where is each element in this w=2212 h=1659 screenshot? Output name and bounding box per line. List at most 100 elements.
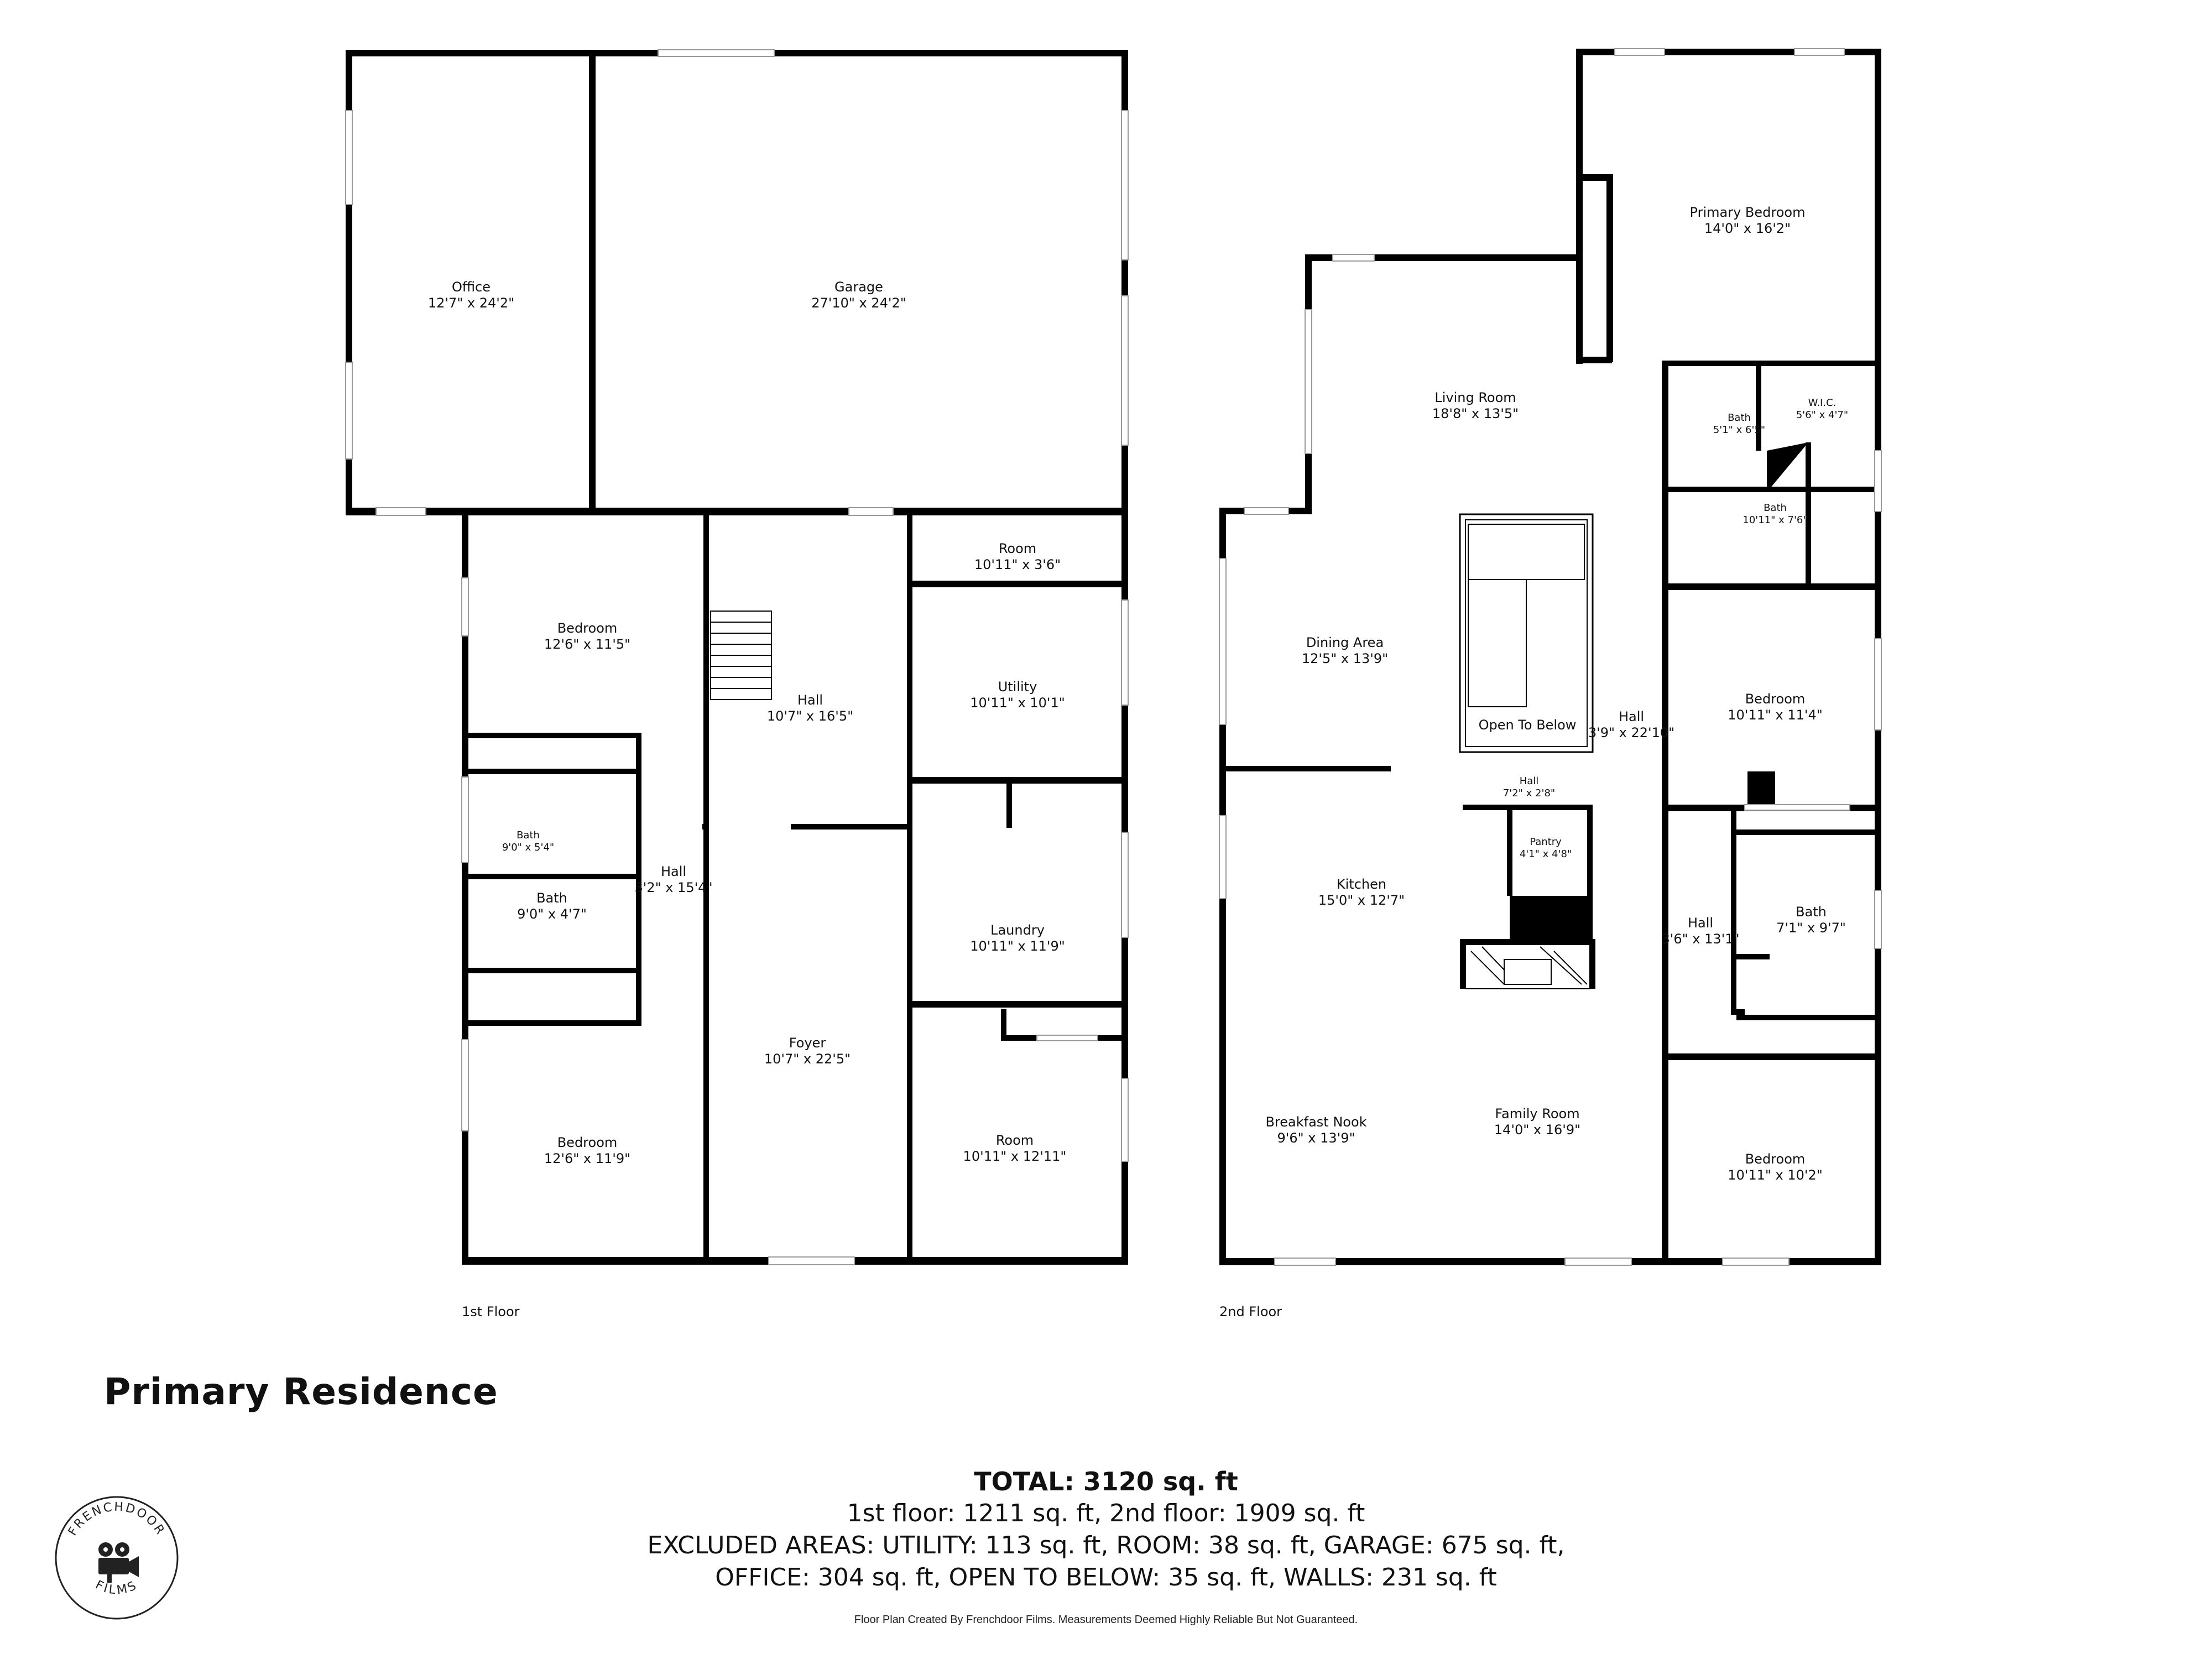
room-name: Family Room — [1495, 1106, 1580, 1121]
room-label-hall-upper-3: Hall 3'6" x 13'1" — [1661, 915, 1739, 947]
room-dimensions: 3'9" x 22'10" — [1588, 724, 1675, 740]
room-label-living-room: Living Room 18'8" x 13'5" — [1432, 390, 1519, 422]
room-name: Garage — [834, 279, 883, 295]
logo-bottom-text: FILMS — [93, 1578, 138, 1598]
room-dimensions: 5'6" x 4'7" — [1796, 409, 1849, 421]
room-dimensions: 9'0" x 4'7" — [517, 906, 587, 922]
room-name: Bedroom — [1745, 691, 1806, 707]
second-floor-windows — [1219, 48, 1882, 1266]
first-floor-windows — [345, 49, 1129, 1265]
room-name: Breakfast Nook — [1265, 1114, 1367, 1130]
room-dimensions: 12'7" x 24'2" — [427, 295, 515, 311]
first-floor-stairs — [710, 611, 772, 700]
room-label-bath-upper-1: Bath 5'1" x 6'5" — [1713, 412, 1765, 436]
room-name: Room — [998, 541, 1037, 556]
room-label-hall-upper-1: Hall 3'9" x 22'10" — [1588, 709, 1674, 741]
room-label-kitchen: Kitchen 15'0" x 12'7" — [1318, 877, 1405, 909]
room-label-hall-2: Hall 3'2" x 15'4" — [634, 864, 712, 896]
room-name: Hall — [1687, 915, 1714, 931]
room-dimensions: 18'8" x 13'5" — [1432, 405, 1519, 421]
room-label-bath-upper-3: Bath 7'1" x 9'7" — [1776, 904, 1846, 936]
room-name: Laundry — [990, 922, 1045, 938]
room-dimensions: 15'0" x 12'7" — [1318, 892, 1405, 908]
room-label-foyer: Foyer 10'7" x 22'5" — [764, 1035, 851, 1067]
fireplace — [1465, 944, 1590, 989]
room-name: Living Room — [1434, 390, 1516, 405]
room-label-laundry: Laundry 10'11" x 11'9" — [970, 922, 1065, 954]
room-name: Bath — [1764, 502, 1787, 514]
room-label-dining-area: Dining Area 12'5" x 13'9" — [1302, 635, 1388, 667]
room-dimensions: 14'0" x 16'2" — [1704, 220, 1791, 236]
room-name: Dining Area — [1306, 635, 1384, 650]
room-dimensions: 3'6" x 13'1" — [1661, 931, 1740, 947]
room-name: W.I.C. — [1808, 397, 1837, 409]
room-name: Bath — [536, 890, 567, 906]
room-label-family-room: Family Room 14'0" x 16'9" — [1494, 1106, 1580, 1138]
room-label-hall-1: Hall 10'7" x 16'5" — [767, 692, 853, 724]
room-name: Bedroom — [557, 1135, 618, 1150]
room-dimensions: 9'0" x 5'4" — [502, 841, 555, 853]
room-label-garage: Garage 27'10" x 24'2" — [811, 279, 906, 311]
room-dimensions: 12'5" x 13'9" — [1301, 650, 1389, 666]
room-dimensions: 14'0" x 16'9" — [1494, 1121, 1581, 1138]
room-name: Foyer — [789, 1035, 826, 1051]
svg-text:FILMS: FILMS — [93, 1578, 140, 1598]
room-name: Hall — [1519, 775, 1539, 787]
room-label-bath-2: Bath 9'0" x 4'7" — [517, 890, 587, 922]
room-label-bedroom-upper-2: Bedroom 10'11" x 10'2" — [1728, 1151, 1823, 1183]
room-label-bedroom-upper-1: Bedroom 10'11" x 11'4" — [1728, 691, 1823, 723]
room-dimensions: 10'11" x 3'6" — [974, 556, 1061, 572]
room-dimensions: 3'2" x 15'4" — [634, 879, 713, 895]
room-name: Bath — [517, 830, 540, 841]
room-dimensions: 10'11" x 11'4" — [1728, 707, 1823, 723]
room-label-wic: W.I.C. 5'6" x 4'7" — [1796, 397, 1848, 421]
room-label-hall-upper-2: Hall 7'2" x 2'8" — [1503, 775, 1555, 799]
room-name: Kitchen — [1336, 877, 1387, 892]
room-label-breakfast-nook: Breakfast Nook 9'6" x 13'9" — [1265, 1114, 1366, 1146]
room-label-open-to-below: Open To Below — [1479, 717, 1577, 733]
open-to-below-stairs — [1459, 513, 1594, 753]
room-name: Primary Bedroom — [1689, 205, 1806, 220]
room-label-office: Office 12'7" x 24'2" — [428, 279, 514, 311]
svg-text:FRENCHDOOR: FRENCHDOOR — [66, 1500, 168, 1538]
room-dimensions: 7'2" x 2'8" — [1503, 787, 1556, 799]
excluded-areas-2: OFFICE: 304 sq. ft, OPEN TO BELOW: 35 sq… — [715, 1563, 1497, 1592]
room-label-pantry: Pantry 4'1" x 4'8" — [1520, 836, 1572, 860]
room-label-primary-bedroom: Primary Bedroom 14'0" x 16'2" — [1690, 205, 1806, 237]
room-dimensions: 5'1" x 6'5" — [1713, 424, 1766, 436]
room-name: Bedroom — [1745, 1151, 1806, 1167]
room-dimensions: 27'10" x 24'2" — [811, 295, 906, 311]
room-name: Office — [451, 279, 491, 295]
room-dimensions: 4'1" x 4'8" — [1519, 848, 1572, 860]
room-dimensions: 10'11" x 10'1" — [970, 695, 1065, 711]
room-name: Open To Below — [1478, 717, 1577, 733]
room-name: Hall — [797, 692, 823, 708]
room-dimensions: 10'7" x 16'5" — [766, 708, 854, 724]
room-name: Pantry — [1530, 836, 1562, 848]
movie-camera-icon — [98, 1542, 139, 1583]
room-label-bath-upper-2: Bath 10'11" x 7'6" — [1743, 502, 1807, 526]
excluded-areas-1: EXCLUDED AREAS: UTILITY: 113 sq. ft, ROO… — [647, 1531, 1565, 1559]
room-dimensions: 10'7" x 22'5" — [764, 1051, 851, 1067]
room-dimensions: 10'11" x 7'6" — [1743, 514, 1808, 526]
room-name: Bedroom — [557, 620, 618, 636]
logo-top-text: FRENCHDOOR — [66, 1500, 166, 1538]
floor-label-first: 1st Floor — [462, 1304, 520, 1319]
room-dimensions: 9'6" x 13'9" — [1277, 1130, 1355, 1146]
room-dimensions: 10'11" x 10'2" — [1728, 1167, 1823, 1183]
floor-label-second: 2nd Floor — [1219, 1304, 1282, 1319]
room-label-bath-1: Bath 9'0" x 5'4" — [502, 830, 554, 853]
room-dimensions: 12'6" x 11'5" — [544, 636, 631, 652]
disclaimer: Floor Plan Created By Frenchdoor Films. … — [854, 1614, 1358, 1626]
room-label-room-small: Room 10'11" x 3'6" — [974, 541, 1061, 573]
room-name: Hall — [660, 864, 687, 879]
room-label-utility: Utility 10'11" x 10'1" — [970, 679, 1065, 711]
floor-areas: 1st floor: 1211 sq. ft, 2nd floor: 1909 … — [847, 1499, 1365, 1527]
room-name: Utility — [998, 679, 1037, 695]
room-name: Bath — [1796, 904, 1827, 920]
room-name: Bath — [1728, 412, 1751, 424]
room-label-bedroom-1: Bedroom 12'6" x 11'5" — [544, 620, 630, 653]
total-area: TOTAL: 3120 sq. ft — [974, 1467, 1238, 1496]
room-dimensions: 10'11" x 12'11" — [963, 1148, 1067, 1164]
